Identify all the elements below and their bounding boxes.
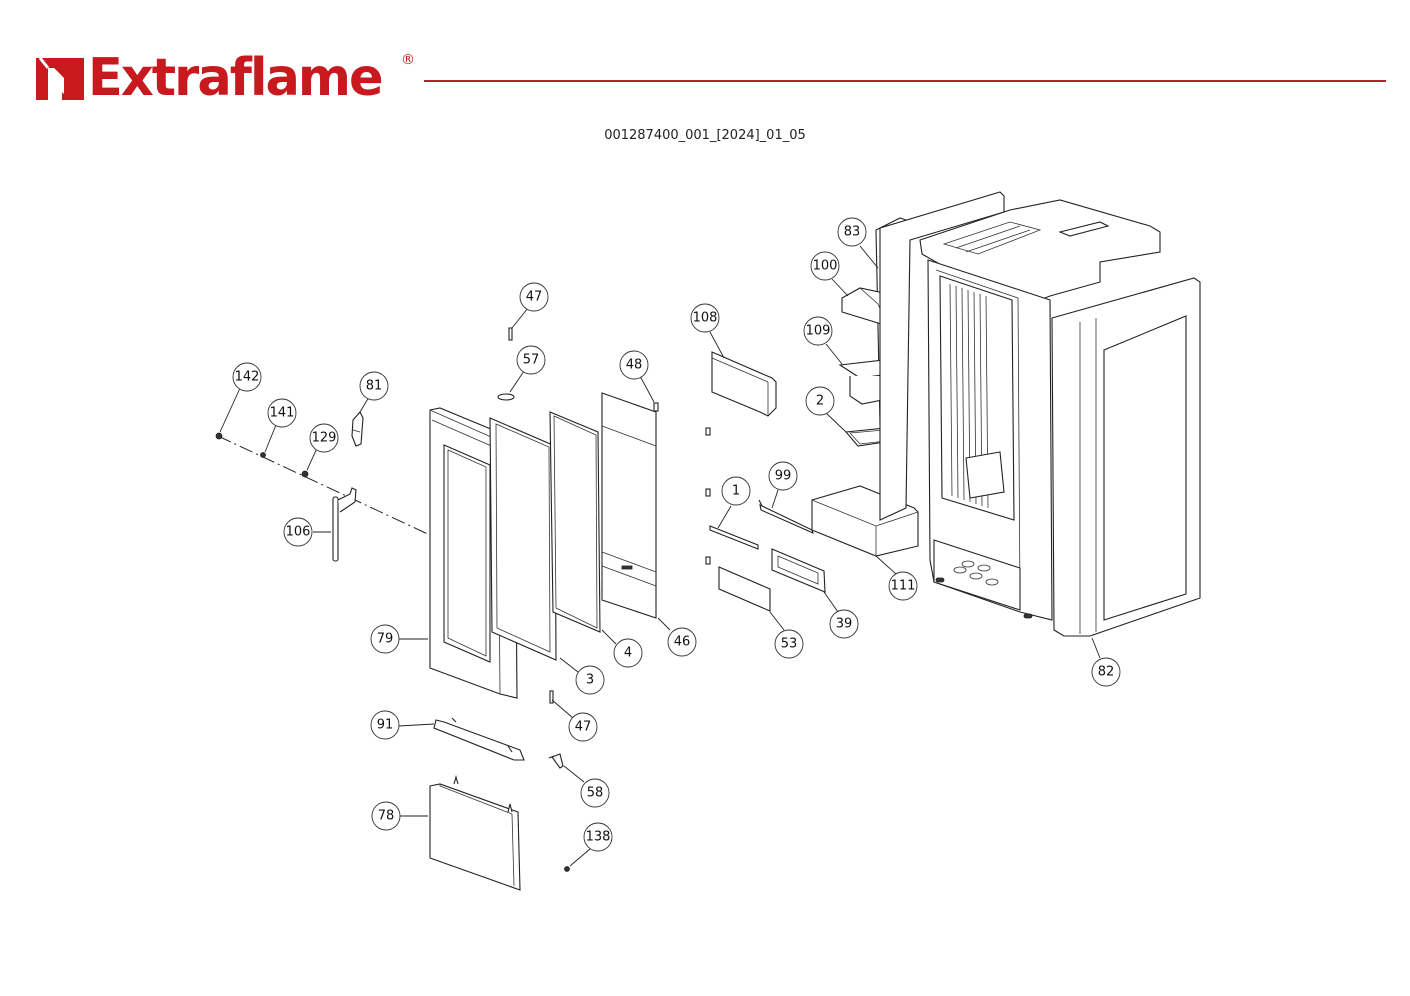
header-rule (424, 80, 1386, 82)
callout-108: 108 (690, 303, 720, 333)
callout-label: 141 (270, 406, 295, 421)
callout-label: 47 (526, 290, 543, 305)
brand-name: Extraflame (88, 48, 384, 108)
part-53-plate (718, 566, 771, 612)
callout-label: 47 (575, 720, 592, 735)
part-106-hinge-rod (332, 487, 357, 562)
callout-label: 48 (626, 358, 643, 373)
callout-label: 138 (586, 830, 611, 845)
callout-82: 82 (1091, 657, 1121, 687)
callout-83: 83 (837, 217, 867, 247)
part-57-plate (497, 393, 515, 401)
part-58-bracket (548, 753, 564, 769)
page-header: Extraflame ® (0, 0, 1410, 120)
callout-label: 3 (586, 673, 594, 688)
callout-47-top: 47 (519, 282, 549, 312)
callout-138: 138 (583, 822, 613, 852)
document-code: 001287400_001_[2024]_01_05 (604, 128, 806, 143)
part-91-deflector (433, 717, 525, 761)
callout-78: 78 (371, 801, 401, 831)
part-39-frame (771, 548, 826, 593)
callout-label: 4 (624, 646, 632, 661)
part-46-front-panel (601, 392, 657, 619)
callout-48: 48 (619, 350, 649, 380)
leader-lines (219, 245, 1101, 867)
part-48-clip (653, 402, 659, 412)
callout-99: 99 (768, 461, 798, 491)
callout-142: 142 (232, 362, 262, 392)
callout-label: 91 (377, 718, 394, 733)
callout-label: 79 (377, 632, 394, 647)
callout-129: 129 (309, 423, 339, 453)
callout-111: 111 (888, 571, 918, 601)
callout-141: 141 (267, 398, 297, 428)
callout-1: 1 (721, 476, 751, 506)
callout-100: 100 (810, 251, 840, 281)
callout-57: 57 (516, 345, 546, 375)
small-clips (705, 427, 711, 565)
part-78-lower-cover (429, 774, 521, 891)
callout-label: 2 (816, 394, 824, 409)
callout-79: 79 (370, 624, 400, 654)
callout-label: 100 (813, 259, 838, 274)
part-141-washer (260, 452, 266, 458)
callout-label: 81 (366, 379, 383, 394)
hinge-axis-line (217, 435, 433, 537)
callout-53: 53 (774, 629, 804, 659)
callout-label: 106 (286, 525, 311, 540)
callout-label: 129 (312, 431, 337, 446)
callout-2: 2 (805, 386, 835, 416)
callout-label: 53 (781, 637, 798, 652)
part-3-gasket-frame (489, 417, 557, 661)
callout-3: 3 (575, 665, 605, 695)
part-129-bushing (301, 470, 309, 478)
logo-mark-icon (36, 57, 84, 100)
stove-body (879, 191, 1201, 637)
callout-81: 81 (359, 371, 389, 401)
callout-label: 78 (378, 809, 395, 824)
extraflame-logo: Extraflame (34, 50, 388, 106)
registered-mark: ® (401, 52, 415, 68)
callout-label: 46 (674, 635, 691, 650)
part-4-glass (549, 411, 601, 633)
callout-39: 39 (829, 609, 859, 639)
callout-label: 99 (775, 469, 792, 484)
part-138-screw (564, 866, 570, 872)
callout-47-bottom: 47 (568, 712, 598, 742)
part-1-strip (709, 525, 759, 550)
callout-label: 109 (806, 324, 831, 339)
callout-label: 83 (844, 225, 861, 240)
callout-label: 108 (693, 311, 718, 326)
part-142-pin-head (215, 432, 223, 440)
callout-label: 58 (587, 786, 604, 801)
part-81-latch (351, 411, 364, 447)
callout-109: 109 (803, 316, 833, 346)
callout-label: 142 (235, 370, 260, 385)
callout-4: 4 (613, 638, 643, 668)
callout-label: 82 (1098, 665, 1115, 680)
part-47-pin-bottom (549, 690, 554, 704)
part-47-pin-top (508, 327, 513, 341)
part-108-control-box (711, 351, 777, 417)
callout-label: 1 (732, 484, 740, 499)
callout-label: 39 (836, 617, 853, 632)
callout-label: 111 (891, 579, 916, 594)
callout-106: 106 (283, 517, 313, 547)
part-99-bar (758, 499, 814, 535)
callout-label: 57 (523, 353, 540, 368)
callout-91: 91 (370, 710, 400, 740)
callout-46: 46 (667, 627, 697, 657)
callout-58: 58 (580, 778, 610, 808)
